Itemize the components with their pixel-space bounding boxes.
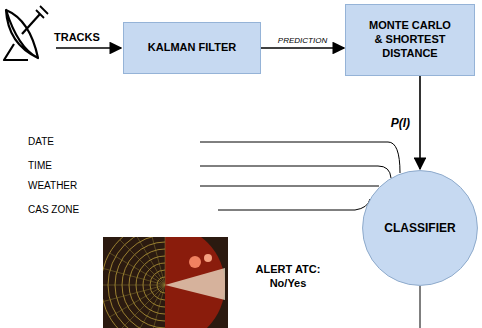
satellite-dish: [4, 6, 48, 60]
radar-blip: [204, 254, 212, 262]
radar-sweep: [165, 268, 225, 300]
weather-wire: [200, 186, 379, 187]
radar-spoke: [148, 285, 165, 328]
radar-spoke: [103, 285, 165, 302]
input-label: WEATHER: [28, 179, 77, 192]
radar-spoke: [103, 268, 165, 285]
process-box: MONTE CARLO & SHORTEST DISTANCE: [345, 4, 475, 76]
radar-ring: [103, 237, 165, 328]
node-text: MONTE CARLO & SHORTEST DISTANCE: [368, 19, 452, 60]
output-wire: [420, 286, 421, 328]
radar-blip: [189, 256, 201, 268]
cas-zone-wire: [218, 199, 370, 210]
output-label: ALERT ATC: No/Yes: [250, 262, 326, 291]
circle-fill: [363, 171, 478, 286]
node-text-group: KALMAN FILTER: [148, 41, 236, 55]
time-wire: [200, 166, 391, 178]
radar-red-half: [165, 237, 225, 328]
node-text: CLASSIFIER: [384, 221, 455, 236]
radar-spoke: [165, 237, 166, 285]
radar-spoke: [133, 285, 165, 328]
probability-label: P(I): [389, 116, 412, 130]
radar-spoke: [110, 285, 165, 317]
process-box: KALMAN FILTER: [123, 22, 261, 74]
dish-feed-arm: [22, 14, 40, 34]
radar-spoke: [120, 240, 165, 285]
node-text-group: MONTE CARLO & SHORTEST DISTANCE: [368, 19, 452, 60]
dish-waves: [36, 6, 48, 18]
tracks-arrow: [56, 47, 121, 49]
input-label: TRACKS: [54, 30, 100, 44]
connector-arrow: [419, 76, 421, 169]
edge-label: PREDICTION: [276, 36, 329, 45]
input-label: CAS ZONE: [28, 203, 79, 216]
radar-spoke: [110, 253, 165, 285]
dish-stand: [4, 44, 28, 60]
connector-arrow: [261, 47, 344, 49]
node-text: KALMAN FILTER: [148, 41, 236, 55]
radar-spoke: [103, 285, 165, 286]
radar-ring: [115, 237, 165, 328]
classifier-circle: CLASSIFIER: [362, 170, 478, 286]
radar-picture: [103, 237, 228, 328]
date-wire: [200, 142, 400, 173]
input-label: TIME: [28, 159, 52, 172]
input-label: DATE: [28, 135, 54, 148]
node-text-group: CLASSIFIER: [384, 221, 455, 236]
radar-spoke: [120, 285, 165, 328]
